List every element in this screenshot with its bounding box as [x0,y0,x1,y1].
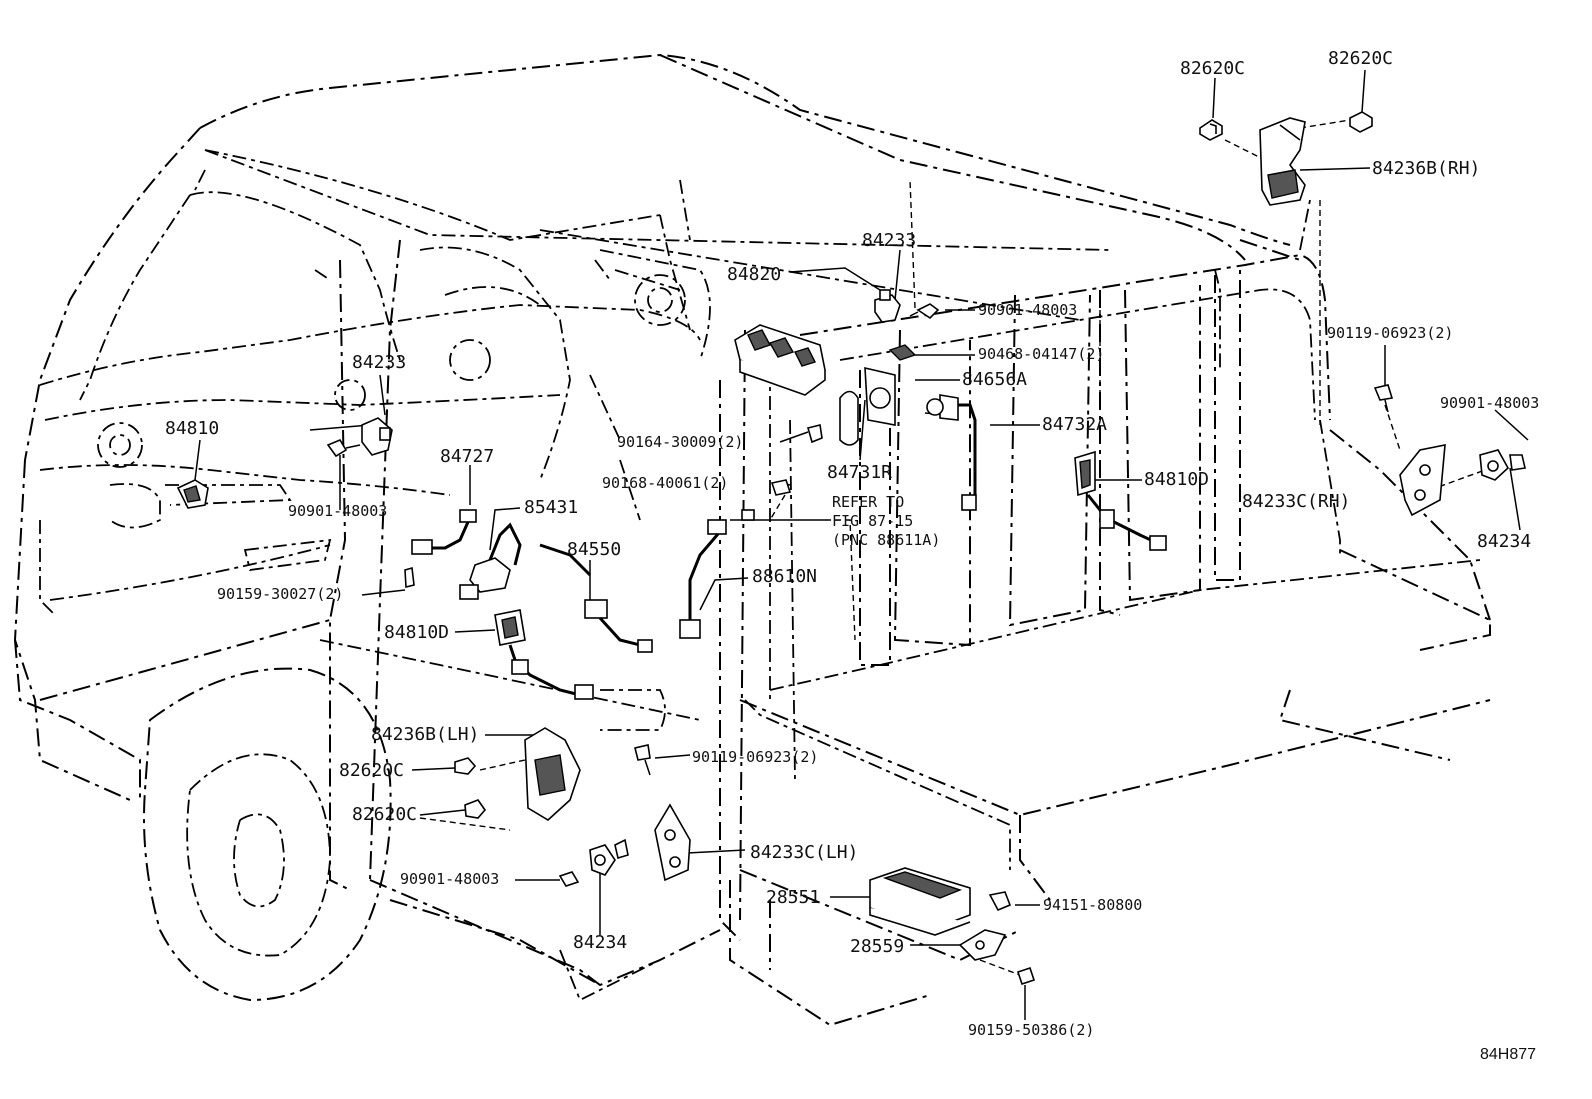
callout-82620c: 82620C [339,760,404,781]
callout-84233c-rh: 84233C(RH) [1242,491,1350,512]
clamp-90468-04147-icon [888,344,917,361]
switch-84233-top-icon [874,289,901,323]
callout-84732a: 84732A [1042,414,1107,435]
bolt-90119-06923-right-icon [1373,384,1394,413]
callout-82620c: 82620C [1328,48,1393,69]
callout-90468-04147: 90468-04147(2) [978,345,1104,363]
screw-90168-40061-icon [770,479,792,496]
callout-90159-50386: 90159-50386(2) [968,1021,1094,1039]
leader-lines [194,69,1529,1020]
callout-90159-30027: 90159-30027(2) [217,585,343,603]
callout-82620c: 82620C [352,804,417,825]
callout-90119-06923: 90119-06923(2) [1327,324,1453,342]
callout-28551: 28551 [766,887,820,908]
screw-90159-30027-icon [404,566,415,589]
lamp-84732a-icon [926,394,977,511]
switch-84810d-left-icon [494,609,594,700]
bracket-84236b-rh-icon [1259,117,1306,206]
clip-82620c-top-left-icon [1199,119,1223,141]
callout-28559: 28559 [850,936,904,957]
figure-id: 84H877 [1480,1046,1536,1063]
callout-90119-06923: 90119-06923(2) [692,748,818,766]
switch-84234-rh-icon [1479,449,1526,481]
bracket-84236b-lh-icon [524,727,581,821]
callout-84233: 84233 [862,230,916,251]
callout-90901-48003: 90901-48003 [978,301,1077,319]
callout-84810: 84810 [165,418,219,439]
callout-94151-80800: 94151-80800 [1043,896,1142,914]
callout-90901-48003: 90901-48003 [400,870,499,888]
bracket-84233c-rh-icon [1399,444,1446,517]
screw-90164-30009-icon [807,424,823,444]
switch-84810-left-icon [176,479,209,509]
callout-84727: 84727 [440,446,494,467]
harness-84727-icon [411,509,477,555]
callout-84234: 84234 [1477,531,1531,552]
module-85431-icon [459,522,522,600]
refer-note-line-3: (PNC 88611A) [832,531,940,549]
callout-84233: 84233 [352,352,406,373]
callout-84731r: 84731R [827,462,892,483]
callout-84810d: 84810D [1144,469,1209,490]
refer-note-line-2: FIG 87-15 [832,512,913,530]
callout-90164-30009: 90164-30009(2) [617,433,743,451]
bolt-90119-06923-left-icon [634,744,651,776]
bracket-28559-icon [958,929,1007,961]
module-28551-icon [869,867,971,936]
screw-90901-48003-top-icon [909,303,940,320]
clip-82620c-lower-2-icon [464,799,487,819]
callout-84234: 84234 [573,932,627,953]
knob-84731r-icon [839,390,859,446]
refer-note-line-1: REFER TO [832,493,904,511]
harness-88610n-icon [679,509,755,639]
cable-84550-icon [539,543,653,653]
callout-90901-48003: 90901-48003 [288,502,387,520]
plate-84656a-icon [864,366,896,426]
callout-85431: 85431 [524,497,578,518]
callout-84233c-lh: 84233C(LH) [750,842,858,863]
callout-84236b-rh: 84236B(RH) [1372,158,1480,179]
callout-labels: 82620C 82620C 84236B(RH) 84233 84820 909… [165,48,1539,1063]
screw-90901-48003-lower-icon [558,871,580,887]
callout-84550: 84550 [567,539,621,560]
screw-90901-48003-left-icon [326,438,361,458]
clip-82620c-top-right-icon [1349,111,1373,133]
clip-82620c-lower-1-icon [454,757,477,775]
callout-84656a: 84656A [962,369,1027,390]
callout-90168-40061: 90168-40061(2) [602,474,728,492]
bracket-84233c-lh-icon [654,803,691,882]
callout-84810d: 84810D [384,622,449,643]
callout-84820: 84820 [727,264,781,285]
callout-82620c: 82620C [1180,58,1245,79]
switch-84233-left-icon [361,417,393,456]
switch-assembly-84820-icon [734,324,826,396]
vehicle-outline [13,53,1491,1027]
nut-94151-80800-icon [988,891,1012,912]
switch-84810d-right-icon [1074,450,1167,551]
callout-88610n: 88610N [752,566,817,587]
screw-90159-50386-icon [1016,966,1036,986]
callout-90901-48003: 90901-48003 [1440,394,1539,412]
switch-84234-lh-icon [589,838,629,876]
parts [176,111,1526,986]
callout-84236b-lh: 84236B(LH) [371,724,479,745]
